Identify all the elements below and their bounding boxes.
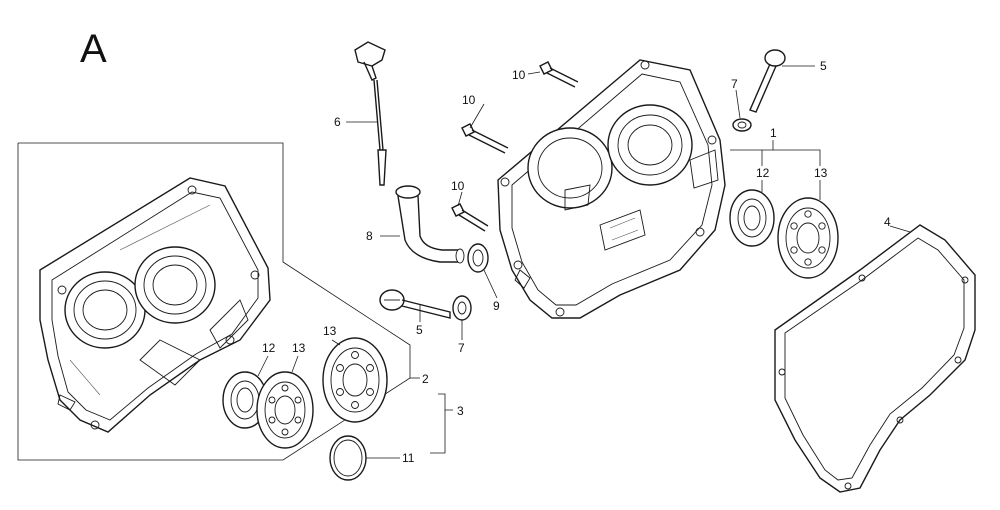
callout-10-c: 10 [451, 179, 465, 193]
breather-tube-8 [395, 185, 465, 264]
callout-10-a: 10 [512, 68, 526, 82]
bolt-10-b [461, 123, 509, 154]
callout-12-right: 12 [756, 166, 770, 180]
callout-7-mid: 7 [458, 341, 465, 355]
callout-3: 3 [457, 404, 464, 418]
callout-8: 8 [366, 229, 373, 243]
callout-1: 1 [770, 126, 777, 140]
callout-6: 6 [334, 115, 341, 129]
left-crankcase-cover [39, 177, 271, 433]
drain-plug-5-lower [379, 289, 451, 319]
right-crankcase-cover [497, 59, 726, 319]
callout-5-top: 5 [820, 59, 827, 73]
callout-7-top: 7 [731, 77, 738, 91]
o-ring-11 [329, 435, 367, 481]
left-oil-seal-12 [222, 371, 268, 429]
callout-13-left-a: 13 [292, 341, 306, 355]
washer-7-upper [732, 118, 752, 132]
washer-7-lower [452, 295, 472, 321]
left-assembly-frame [17, 142, 411, 461]
oil-dipstick-6 [354, 41, 387, 186]
callout-4: 4 [884, 215, 891, 229]
callout-9: 9 [493, 299, 500, 313]
callout-2: 2 [422, 372, 429, 386]
bolt-10-a [539, 61, 579, 88]
seal-9 [467, 243, 489, 273]
leader-lines [257, 65, 911, 459]
bolt-10-c [451, 203, 489, 232]
left-bearing-13b [322, 337, 388, 423]
right-bearing-13 [777, 197, 839, 279]
left-bearing-13a [256, 371, 314, 449]
right-oil-seal-12 [729, 189, 775, 247]
callout-11: 11 [402, 451, 415, 465]
drain-plug-5-upper [749, 49, 786, 113]
callout-5-mid: 5 [416, 323, 423, 337]
view-letter: A [80, 27, 107, 71]
callout-10-b: 10 [462, 93, 476, 107]
gasket-4 [774, 224, 976, 493]
callout-13-right: 13 [814, 166, 828, 180]
callout-13-left-b: 13 [323, 324, 337, 338]
callout-12-left: 12 [262, 341, 276, 355]
